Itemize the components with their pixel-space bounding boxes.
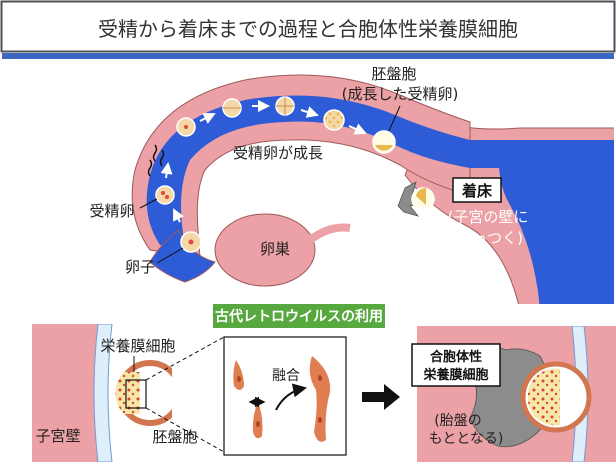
uterine-lining — [93, 324, 113, 462]
blastocyst-inner-mass — [375, 145, 393, 151]
fusing-cell-left-bottom — [252, 402, 263, 439]
diagram-title: 受精から着床までの過程と合胞体性栄養膜細胞 — [98, 17, 518, 41]
result-arrow — [362, 384, 400, 410]
label-implantation: 着床 — [461, 182, 493, 200]
label-implantation-note-2: くっつく) — [457, 229, 523, 247]
sperm-3 — [147, 159, 153, 177]
trophoblast-cells — [115, 372, 140, 414]
leader-blastocyst — [388, 105, 401, 132]
label-blastocyst: 胚盤胞 — [371, 65, 416, 83]
label-fusion: 融合 — [272, 368, 300, 384]
zygote-nucleus — [184, 125, 188, 129]
header-bar — [2, 53, 614, 59]
label-ovary: 卵巣 — [260, 240, 290, 258]
label-blastocyst-bottom: 胚盤胞 — [152, 428, 197, 446]
fusing-cell-left-top — [233, 360, 244, 390]
label-uterine-wall: 子宮壁 — [35, 427, 80, 445]
morula-dots — [325, 111, 343, 129]
leader-egg — [156, 247, 184, 264]
arrow-to-morula — [300, 106, 319, 118]
fusing-cell-left-bottom-nucleus — [256, 421, 260, 427]
development-arrows — [160, 100, 367, 223]
label-fertilized-egg: 受精卵 — [89, 202, 134, 220]
implantation-site — [397, 181, 421, 217]
zoom-line-top — [145, 336, 225, 381]
syncytio-label-box — [411, 343, 501, 387]
arrow-to-zygote — [199, 113, 216, 124]
fertilized-egg-pronucleus-2 — [165, 195, 169, 199]
arrow-to-blastocyst — [348, 123, 367, 135]
right-blastocyst-inner — [528, 368, 560, 426]
fimbriae — [149, 229, 216, 283]
implanted-inner-mass — [416, 187, 426, 205]
label-trophoblast: 栄養膜細胞 — [100, 337, 175, 355]
fusion-process-arrow — [275, 383, 307, 411]
zoom-source-box — [125, 379, 147, 409]
label-syncytio-1: 合胞体性 — [430, 349, 482, 365]
fused-cell-nucleus-2 — [318, 417, 322, 423]
label-egg: 卵子 — [125, 258, 155, 276]
arrow-egg-up — [173, 208, 184, 223]
fallopian-tube-lumen — [146, 95, 520, 250]
fertilized-egg — [155, 185, 175, 205]
retrovirus-banner — [213, 304, 385, 328]
fused-cell-nucleus-1 — [318, 375, 322, 381]
label-implantation-note-1: (子宮の壁に — [448, 208, 529, 226]
title-box — [0, 0, 616, 53]
zoom-line-bottom — [145, 407, 225, 453]
ovary — [214, 213, 316, 287]
label-placenta-1: (胎盤の — [434, 413, 481, 429]
leader-fertilized-egg — [139, 198, 158, 209]
retrovirus-banner-text: 古代レトロウイルスの利用 — [215, 308, 383, 325]
fertilized-egg-pronucleus-1 — [161, 191, 165, 195]
label-blastocyst-note: (成長した受精卵) — [342, 85, 459, 103]
uterine-cavity — [498, 140, 614, 304]
label-placenta-2: もととなる) — [429, 431, 504, 447]
uterine-wall-block — [32, 324, 98, 462]
label-fertilized-grows: 受精卵が成長 — [233, 144, 323, 162]
arrow-fertilized-up — [160, 162, 173, 179]
egg-cell-nucleus — [188, 239, 194, 245]
sperm-1 — [152, 144, 158, 162]
fusing-cell-left-top-nucleus — [237, 376, 241, 382]
implantation-label-box — [452, 177, 502, 203]
label-syncytio-2: 栄養膜細胞 — [422, 367, 488, 383]
egg-stages — [155, 96, 396, 253]
ovary-ligament — [307, 223, 351, 244]
fused-cell — [309, 356, 331, 442]
